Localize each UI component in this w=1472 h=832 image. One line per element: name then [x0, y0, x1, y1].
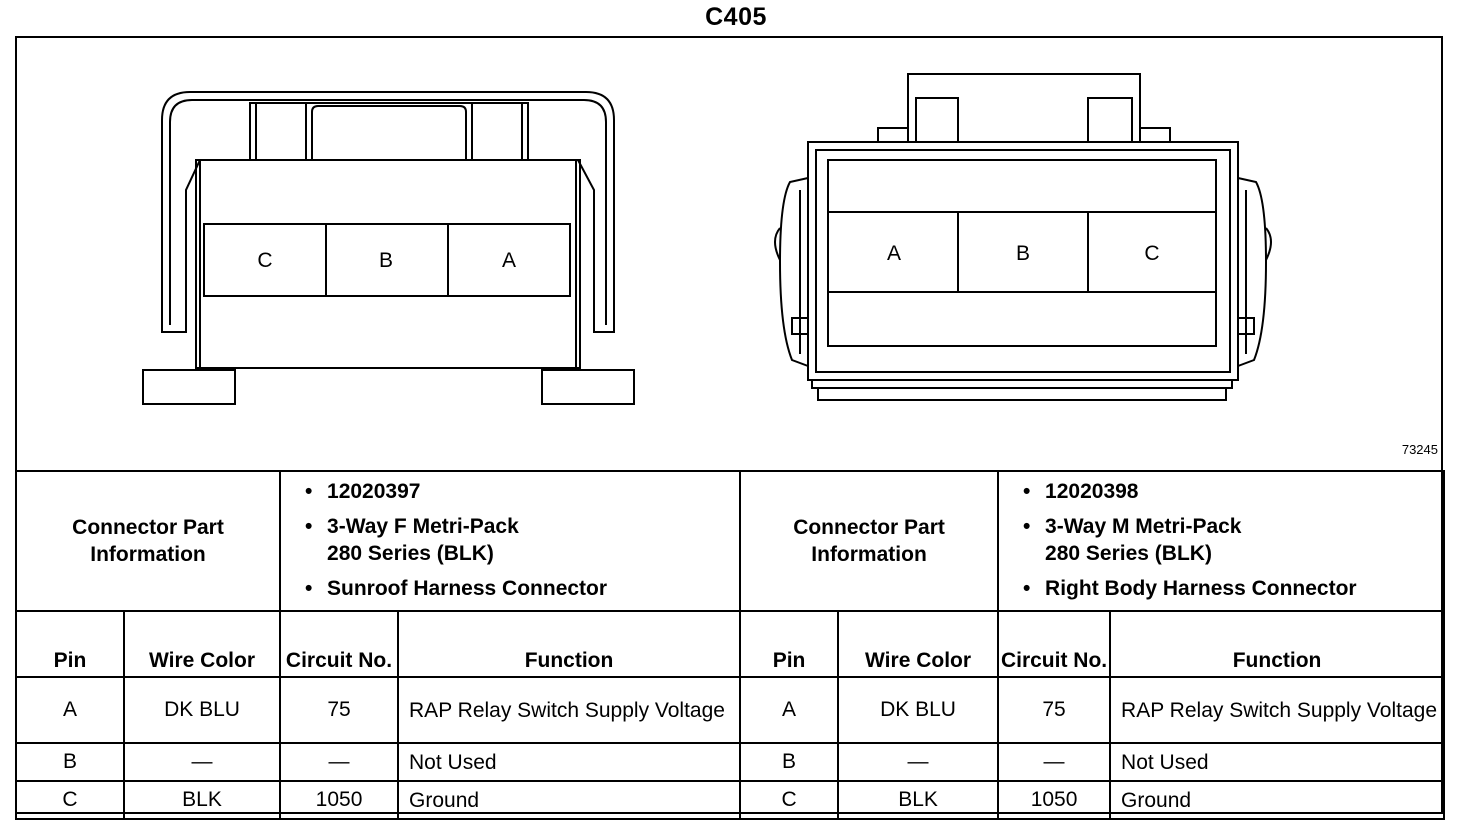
part-series-line: 280 Series (BLK)	[1045, 542, 1212, 565]
function-cell: Not Used	[397, 742, 742, 782]
circuit-header: Circuit No.	[997, 610, 1112, 678]
pin-cell: B	[15, 742, 125, 782]
harness-name: Right Body Harness Connector	[1021, 575, 1443, 602]
female-connector-drawing	[142, 91, 635, 405]
wire-color-cell: —	[122, 742, 282, 782]
function-header: Function	[397, 610, 742, 678]
pin-cell: A	[15, 676, 125, 744]
circuit-cell: 1050	[279, 780, 400, 820]
function-cell: Not Used	[1109, 742, 1446, 782]
function-cell: Ground	[397, 780, 742, 820]
male-pin-label: A	[887, 242, 901, 265]
part-type: 3-Way F Metri-Pack 280 Series (BLK)	[303, 513, 739, 567]
function-cell: RAP Relay Switch Supply Voltage	[397, 676, 742, 744]
circuit-cell: —	[279, 742, 400, 782]
wire-color-header: Wire Color	[122, 610, 282, 678]
part-series-line: 280 Series (BLK)	[327, 542, 494, 565]
female-pin-label: A	[502, 249, 516, 272]
circuit-cell: 75	[279, 676, 400, 744]
pin-cell: C	[739, 780, 840, 820]
male-connector-drawing	[774, 73, 1272, 401]
column-header-row: Pin Wire Color Circuit No. Function Pin …	[15, 610, 1446, 678]
harness-name: Sunroof Harness Connector	[303, 575, 739, 602]
connector-info-table: Connector Part Information 12020397 3-Wa…	[14, 470, 1446, 820]
pin-cell: B	[739, 742, 840, 782]
part-info-list: 12020398 3-Way M Metri-Pack 280 Series (…	[997, 470, 1446, 612]
circuit-cell: —	[997, 742, 1112, 782]
function-cell: RAP Relay Switch Supply Voltage	[1109, 676, 1446, 744]
wire-color-cell: DK BLU	[122, 676, 282, 744]
circuit-cell: 1050	[997, 780, 1112, 820]
connector-diagrams: C B A A B C	[142, 73, 1272, 405]
pin-header: Pin	[15, 610, 125, 678]
part-type-line: 3-Way F Metri-Pack	[327, 515, 519, 538]
circuit-header: Circuit No.	[279, 610, 400, 678]
part-type: 3-Way M Metri-Pack 280 Series (BLK)	[1021, 513, 1443, 567]
table-row: A DK BLU 75 RAP Relay Switch Supply Volt…	[15, 676, 1446, 744]
wire-color-cell: —	[837, 742, 1000, 782]
wire-color-header: Wire Color	[837, 610, 1000, 678]
wire-color-cell: DK BLU	[837, 676, 1000, 744]
wire-color-cell: BLK	[837, 780, 1000, 820]
female-pin-label: B	[379, 249, 393, 272]
pin-cell: C	[15, 780, 125, 820]
pin-cell: A	[739, 676, 840, 744]
function-header: Function	[1109, 610, 1446, 678]
male-pin-label: C	[1144, 242, 1159, 265]
connector-title: C405	[705, 3, 767, 31]
table-row: B — — Not Used B — — Not Used	[15, 742, 1446, 782]
male-pin-label: B	[1016, 242, 1030, 265]
part-info-list: 12020397 3-Way F Metri-Pack 280 Series (…	[279, 470, 742, 612]
part-type-line: 3-Way M Metri-Pack	[1045, 515, 1242, 538]
connector-part-info-label: Connector Part Information	[739, 470, 1000, 612]
female-pin-label: C	[257, 249, 272, 272]
wire-color-cell: BLK	[122, 780, 282, 820]
pin-header: Pin	[739, 610, 840, 678]
circuit-cell: 75	[997, 676, 1112, 744]
function-cell: Ground	[1109, 780, 1446, 820]
part-info-row: Connector Part Information 12020397 3-Wa…	[14, 470, 1446, 612]
part-number: 12020397	[303, 478, 739, 505]
part-number: 12020398	[1021, 478, 1443, 505]
table-row: C BLK 1050 Ground C BLK 1050 Ground	[15, 780, 1446, 820]
figure-number: 73245	[1401, 442, 1438, 457]
connector-part-info-label: Connector Part Information	[14, 470, 282, 612]
